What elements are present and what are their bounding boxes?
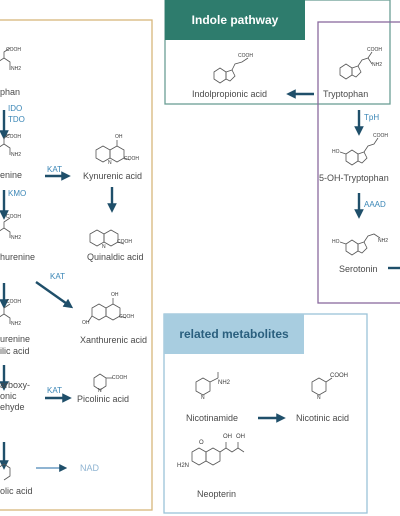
kynurenine-fragment-structure — [0, 133, 11, 155]
nicotinamide-label: Nicotinamide — [186, 413, 239, 423]
xanthurenic-acid-structure — [87, 298, 127, 323]
enzyme-tdo: TDO — [8, 115, 25, 124]
kynurenine-pathway-box — [0, 19, 153, 511]
haa-cooh-label: COOH — [6, 299, 21, 305]
neopterin-oh2-label: OH — [236, 434, 245, 440]
kynurenic-n-label: N — [108, 160, 112, 166]
enzyme-kat-1: KAT — [47, 165, 62, 174]
trp-nh2-label: NH2 — [11, 66, 22, 72]
related-metabolites-header-bg — [164, 314, 304, 354]
hydroxykynurenine-fragment-label: hurenine — [0, 252, 36, 262]
indolepropionic-acid-structure — [213, 57, 249, 84]
indole-pathway-header: Indole pathway — [191, 13, 279, 27]
enzyme-aaad: AAAD — [364, 200, 386, 209]
trp-cooh-label: COOH — [6, 47, 21, 53]
tryptophan-fragment-structure — [0, 47, 11, 70]
serotonin-nh2-label: NH2 — [378, 238, 389, 244]
kynurenic-acid-structure — [95, 140, 131, 163]
serotonin-label: Serotonin — [339, 264, 378, 274]
nicotinic-acid-structure — [311, 377, 333, 396]
kyn-cooh-label: COOH — [6, 134, 21, 140]
enzyme-ido: IDO — [8, 104, 23, 113]
ipa-cooh-label: COOH — [238, 53, 253, 59]
xanthurenic-oh-label: OH — [82, 320, 90, 326]
neopterin-o-label: O — [199, 440, 204, 446]
acms-label-line3: ehyde — [0, 402, 25, 412]
nicotinamide-nh2-label: NH2 — [218, 380, 231, 386]
kynurenic-oh-label: OH — [115, 134, 123, 140]
haa-nh2-label: NH2 — [11, 321, 22, 327]
indole-pathway-box — [164, 0, 391, 105]
enzyme-kat-2: KAT — [50, 272, 65, 281]
trp-indole-nh2-label: NH2 — [372, 62, 383, 68]
nicotinamide-n-label: N — [201, 395, 205, 401]
5htp-cooh-label: COOH — [373, 133, 388, 139]
hydroxytryptophan-structure — [339, 137, 379, 166]
acms-label-line2: onic — [0, 391, 17, 401]
tryptophan-fragment-label: phan — [0, 87, 21, 97]
quinaldic-acid-structure — [89, 229, 125, 247]
neopterin-label: Neopterin — [197, 489, 237, 499]
nicotinic-n-label: N — [317, 395, 321, 401]
serotonin-structure — [339, 233, 381, 256]
haa-label-line2: ilic acid — [0, 346, 30, 356]
xanthurenic-cooh-label: COOH — [119, 314, 134, 320]
hydroxytryptophan-label: 5-OH-Tryptophan — [319, 173, 389, 183]
haa-fragment-structure — [0, 303, 11, 324]
nicotinic-acid-label: Nicotinic acid — [296, 413, 350, 423]
serotonin-pathway-box — [317, 21, 400, 304]
hydroxykynurenine-fragment-structure — [0, 217, 11, 238]
xanthurenic-acid-label: Xanthurenic acid — [80, 335, 148, 345]
hkyn-nh2-label: NH2 — [11, 235, 22, 241]
quinaldic-acid-label: Quinaldic acid — [87, 252, 144, 262]
xanthurenic-oh-top-label: OH — [111, 292, 119, 298]
nicotinic-cooh-label: COOH — [330, 373, 348, 379]
neopterin-structure — [191, 442, 245, 466]
tryptophan-label: Tryptophan — [323, 89, 369, 99]
nicotinamide-structure — [195, 372, 219, 396]
related-metabolites-header: related metabolites — [179, 327, 289, 341]
indole-pathway-header-bg — [165, 0, 305, 40]
picolinic-acid-label: Picolinic acid — [77, 394, 130, 404]
indolpropionic-acid-label: Indolpropionic acid — [192, 89, 268, 99]
picolinic-acid-structure — [93, 373, 113, 391]
neopterin-h2n-label: H2N — [177, 463, 190, 469]
trp-indole-cooh-label: COOH — [367, 47, 382, 53]
acms-label-line1: arboxy- — [0, 380, 31, 390]
nad-label: NAD — [80, 463, 100, 473]
enzyme-tph: TpH — [364, 113, 380, 122]
quinolinic-fragment-label: olic acid — [0, 486, 33, 496]
picolinic-n-label: N — [98, 388, 102, 394]
neopterin-oh1-label: OH — [223, 434, 232, 440]
serotonin-ho-label: HO — [332, 239, 340, 245]
enzyme-kmo: KMO — [8, 189, 27, 198]
hkyn-cooh-label: COOH — [6, 214, 21, 220]
kyn-nh2-label: NH2 — [11, 152, 22, 158]
quinaldic-cooh-label: COOH — [117, 239, 132, 245]
kynurenine-fragment-label: enine — [0, 170, 23, 180]
tryptophan-structure — [339, 51, 373, 80]
quinolinic-fragment-structure — [0, 463, 11, 481]
enzyme-kat-3: KAT — [47, 386, 62, 395]
arrow-hkyn-to-xanthurenic — [35, 281, 74, 309]
kynurenic-cooh-label: COOH — [124, 156, 139, 162]
quinaldic-n-label: N — [102, 244, 106, 250]
picolinic-cooh-label: COOH — [112, 375, 127, 381]
kynurenic-acid-label: Kynurenic acid — [83, 171, 143, 181]
5htp-ho-label: HO — [332, 149, 340, 155]
haa-label-line1: urenine — [0, 334, 31, 344]
